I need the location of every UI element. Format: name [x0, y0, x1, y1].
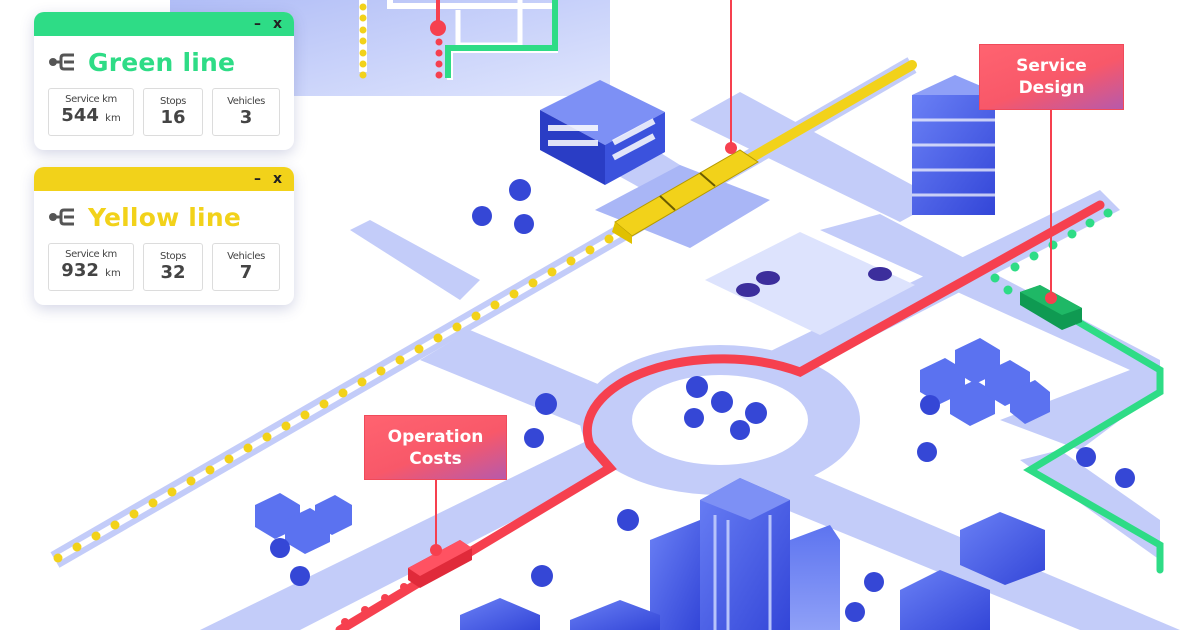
plug-icon	[49, 53, 74, 71]
card-titlebar: – x	[34, 167, 294, 191]
houses	[255, 338, 1050, 554]
green-line-card: – x Green line Service km 544 km Stops 1…	[34, 12, 294, 150]
stat-stops: Stops 16	[143, 88, 203, 136]
red-bus	[408, 540, 472, 588]
red-bus-route	[335, 200, 1105, 630]
yellow-line-card: – x Yellow line Service km 932 km Stops …	[34, 167, 294, 305]
minimize-button[interactable]: –	[253, 16, 261, 32]
operation-costs-callout: Operation Costs	[364, 415, 507, 480]
minimize-button[interactable]: –	[253, 171, 261, 187]
parking-lot	[705, 232, 915, 335]
stacked-building	[912, 75, 995, 215]
green-route-stops	[990, 208, 1113, 295]
yellow-tram	[612, 149, 759, 244]
red-route-stops	[341, 583, 408, 626]
line-name: Yellow line	[88, 202, 241, 232]
stat-service-km: Service km 544 km	[48, 88, 134, 136]
roundabout-park	[632, 375, 808, 465]
stat-vehicles: Vehicles 3	[212, 88, 280, 136]
stat-vehicles: Vehicles 7	[212, 243, 280, 291]
close-button[interactable]: x	[272, 171, 282, 187]
callout-connectors	[430, 0, 1057, 556]
plug-icon	[49, 208, 74, 226]
office-building	[540, 80, 665, 185]
line-name: Green line	[88, 47, 236, 77]
card-titlebar: – x	[34, 12, 294, 36]
service-design-callout: Service Design	[979, 44, 1124, 110]
stat-stops: Stops 32	[143, 243, 203, 291]
yellow-tram-track	[50, 57, 917, 568]
parked-cars	[736, 267, 892, 297]
stat-service-km: Service km 932 km	[48, 243, 134, 291]
downtown-buildings	[460, 478, 1045, 630]
green-bus-route	[1023, 316, 1164, 574]
close-button[interactable]: x	[272, 16, 282, 32]
trees	[270, 179, 1135, 622]
